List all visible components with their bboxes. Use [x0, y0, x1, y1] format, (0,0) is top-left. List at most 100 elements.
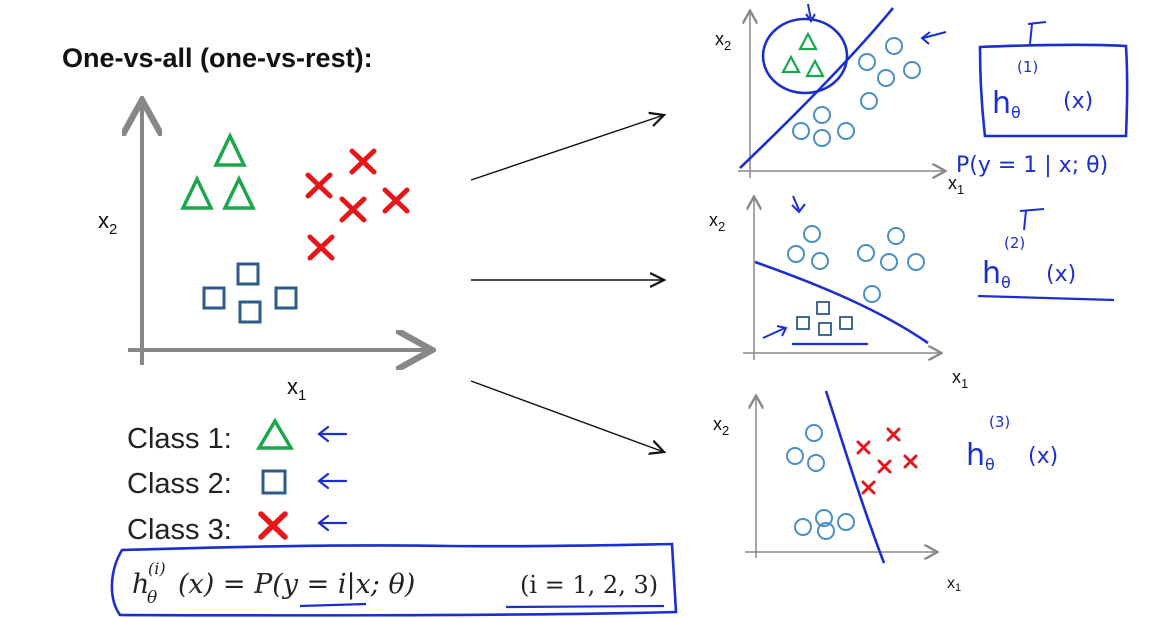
circle-marker	[794, 518, 812, 536]
hypothesis-2: (2) h θ (x)	[977, 208, 1115, 302]
square-marker	[274, 286, 298, 310]
x2-axis-label: x2	[713, 414, 729, 438]
circle-marker	[787, 245, 805, 263]
class-2-points	[202, 262, 298, 324]
square-marker	[816, 301, 830, 315]
formula-superscript: (i)	[148, 559, 166, 578]
arrow-ink	[791, 195, 806, 214]
x1-axis-label: x1	[947, 575, 961, 594]
cross-marker	[877, 459, 892, 474]
hypothesis-3-theta: θ	[985, 455, 995, 474]
arrow-ink	[1027, 21, 1047, 45]
hypothesis-box-ink	[978, 43, 1129, 138]
triangle-marker	[180, 174, 214, 210]
class-legend: Class 1: Class 2: Class 3:	[127, 417, 348, 546]
hypothesis-1-note: P(y = 1 | x; θ)	[956, 153, 1108, 178]
main-plot: x2 x1	[98, 104, 428, 404]
hypothesis-3-arg: (x)	[1028, 444, 1058, 469]
circle-marker	[863, 285, 881, 303]
page-title: One-vs-all (one-vs-rest):	[62, 43, 373, 73]
circle-marker	[817, 522, 835, 540]
cross-icon	[258, 511, 288, 540]
formula-box-ink	[110, 542, 678, 617]
hypothesis-3-sup: (3)	[989, 413, 1010, 431]
hypothesis-2-arg: (x)	[1046, 262, 1076, 287]
circle-marker	[880, 253, 898, 271]
square-marker	[839, 316, 853, 330]
cross-marker	[349, 148, 377, 175]
cross-marker	[339, 196, 367, 223]
hypothesis-2-theta: θ	[1001, 273, 1011, 292]
square-marker	[818, 322, 832, 336]
cross-marker	[903, 454, 918, 469]
hypothesis-3-h: h	[966, 438, 985, 473]
circle-marker	[792, 122, 810, 140]
triangle-icon	[255, 417, 295, 450]
x2-axis-label: x2	[98, 208, 117, 238]
cross-marker	[305, 172, 333, 199]
triangle-marker	[805, 58, 825, 78]
legend-class-2-label: Class 2:	[127, 468, 232, 500]
x2-axis-label: x2	[715, 29, 731, 53]
x2-axis-label: x2	[709, 210, 725, 234]
arrow-ink	[1019, 208, 1045, 231]
circle-marker	[877, 69, 895, 87]
cross-marker	[886, 427, 901, 442]
circle-marker	[858, 53, 876, 71]
hypothesis-1-sup: (1)	[1017, 58, 1038, 76]
formula-body: (x) = P(y = i|x; θ)	[178, 569, 415, 600]
hypothesis-1-arg: (x)	[1063, 89, 1093, 114]
legend-class-3-label: Class 3:	[127, 514, 232, 546]
circle-marker	[860, 92, 878, 110]
square-marker	[236, 262, 260, 286]
square-marker	[202, 286, 226, 310]
handwritten-arrows	[317, 425, 348, 532]
hypothesis-2-sup: (2)	[1004, 234, 1025, 252]
x1-axis-label: x1	[952, 367, 968, 391]
square-marker	[238, 300, 262, 324]
underline-ink	[977, 294, 1115, 302]
decision-boundary-ink	[824, 390, 886, 564]
decision-boundary-ink	[739, 7, 895, 169]
x1-axis-label: x1	[948, 173, 964, 197]
hypothesis-1: (1) h θ (x) P(y = 1 | x; θ)	[956, 21, 1129, 178]
class-3-points	[305, 148, 410, 261]
circle-marker	[837, 513, 855, 531]
cross-marker	[307, 234, 335, 261]
circle-marker	[813, 129, 831, 147]
circle-marker	[811, 252, 829, 270]
class-1-points	[180, 131, 256, 210]
circle-marker	[803, 225, 821, 243]
legend-class-1-label: Class 1:	[127, 423, 232, 455]
triangle-marker	[222, 174, 256, 210]
hypothesis-1-h: h	[992, 86, 1011, 121]
formula-underline-ink	[505, 604, 665, 609]
subplot-class-3: x2 x1	[713, 390, 961, 594]
circle-marker	[885, 37, 903, 55]
formula-theta: θ	[147, 588, 157, 608]
arrow-ink	[805, 3, 816, 23]
hypothesis-1-theta: θ	[1011, 103, 1021, 122]
circle-marker	[786, 447, 804, 465]
circle-marker	[857, 244, 875, 262]
class-circle-ink	[761, 17, 849, 95]
triangle-marker	[781, 54, 801, 74]
x1-axis-label: x1	[287, 374, 306, 404]
circle-marker	[805, 424, 823, 442]
circle-marker	[815, 509, 833, 527]
square-marker	[796, 316, 810, 330]
triangle-marker	[213, 131, 247, 167]
circle-marker	[907, 253, 925, 271]
circle-marker	[807, 454, 825, 472]
triangle-marker	[798, 31, 818, 51]
circle-marker	[837, 122, 855, 140]
cross-marker	[856, 440, 871, 455]
formula-range: (i = 1, 2, 3)	[520, 571, 658, 599]
formula: h (i) θ (x) = P(y = i|x; θ) (i = 1, 2, 3…	[110, 542, 678, 617]
circle-marker	[813, 106, 831, 124]
circle-marker	[887, 227, 905, 245]
formula-underline-ink	[299, 602, 367, 608]
subplot-class-2: x2 x1	[709, 196, 968, 391]
square-icon	[261, 469, 287, 495]
